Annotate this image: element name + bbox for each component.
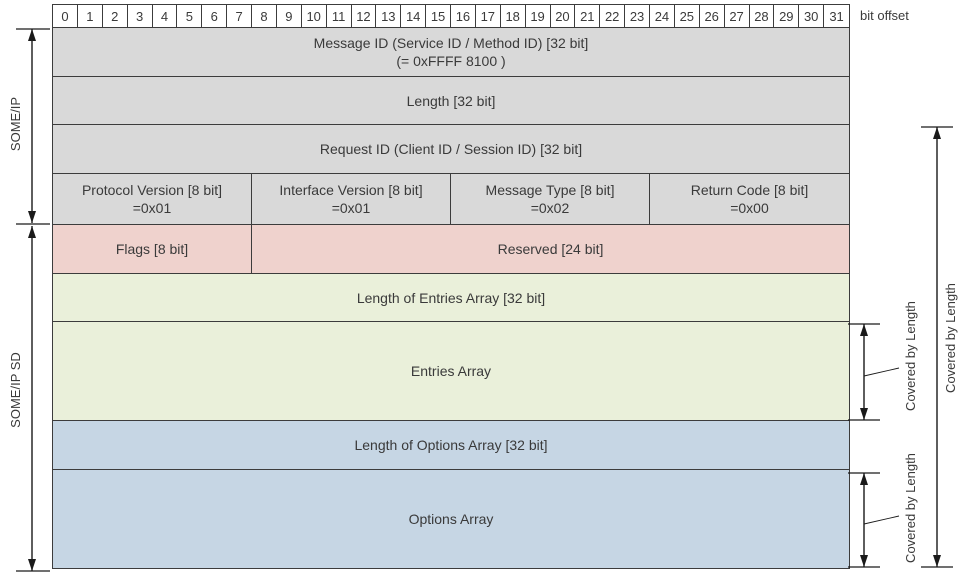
field-row-length: Length [32 bit] — [53, 77, 849, 125]
field-message-type: Message Type [8 bit] =0x02 — [451, 174, 650, 224]
bit-offset-cell: 19 — [526, 5, 551, 27]
bit-offset-cell: 16 — [451, 5, 476, 27]
field-row-length-entries: Length of Entries Array [32 bit] — [53, 274, 849, 322]
bit-offset-cell: 14 — [401, 5, 427, 27]
covered-by-length-options-label: Covered by Length — [903, 453, 918, 563]
field-length: Length [32 bit] — [53, 77, 849, 124]
bit-offset-cell: 15 — [426, 5, 451, 27]
bit-offset-cell: 26 — [700, 5, 725, 27]
field-flags: Flags [8 bit] — [53, 225, 252, 273]
bit-offset-cell: 7 — [227, 5, 252, 27]
bit-offset-cell: 30 — [799, 5, 825, 27]
field-label: =0x01 — [132, 200, 172, 216]
covered-by-length-outer-label: Covered by Length — [943, 283, 958, 393]
bit-offset-cell: 24 — [650, 5, 675, 27]
field-length-options-array: Length of Options Array [32 bit] — [53, 421, 849, 469]
bit-offset-cell: 11 — [327, 5, 352, 27]
leader-line — [863, 515, 900, 525]
bit-offset-cell: 3 — [128, 5, 153, 27]
bit-offset-cell: 10 — [302, 5, 327, 27]
field-label: Length of Options Array [32 bit] — [354, 437, 548, 453]
bit-offset-cell: 6 — [202, 5, 228, 27]
bit-offset-cell: 5 — [177, 5, 203, 27]
bit-offset-cell: 22 — [600, 5, 626, 27]
field-label: Reserved [24 bit] — [497, 241, 604, 257]
bit-offset-cell: 20 — [551, 5, 576, 27]
field-row-entries-array: Entries Array — [53, 322, 849, 421]
covered-by-length-entries-label: Covered by Length — [903, 301, 918, 411]
bit-offset-cell: 13 — [376, 5, 402, 27]
bit-offset-cell: 17 — [476, 5, 501, 27]
field-entries-array: Entries Array — [53, 322, 849, 420]
field-label: Length [32 bit] — [406, 92, 496, 109]
bit-offset-cell: 12 — [352, 5, 377, 27]
bit-offset-cell: 0 — [53, 5, 78, 27]
bit-offset-cell: 9 — [277, 5, 302, 27]
field-label: =0x02 — [530, 200, 570, 216]
field-label: Flags [8 bit] — [115, 241, 189, 257]
leader-line — [863, 367, 900, 377]
field-rows: Message ID (Service ID / Method ID) [32 … — [52, 28, 850, 569]
field-label: =0x01 — [331, 200, 371, 216]
bit-offset-cell: 25 — [675, 5, 700, 27]
bit-offset-cell: 1 — [78, 5, 103, 27]
field-request-id: Request ID (Client ID / Session ID) [32 … — [53, 125, 849, 173]
field-row-request-id: Request ID (Client ID / Session ID) [32 … — [53, 125, 849, 174]
bit-offset-cell: 29 — [774, 5, 800, 27]
bit-offset-cell: 23 — [625, 5, 650, 27]
bit-offset-cell: 2 — [103, 5, 128, 27]
field-options-array: Options Array — [53, 470, 849, 568]
bit-offset-cell: 21 — [575, 5, 601, 27]
field-label: Message Type [8 bit] — [485, 182, 615, 198]
field-protocol-version: Protocol Version [8 bit] =0x01 — [53, 174, 252, 224]
field-label: Request ID (Client ID / Session ID) [32 … — [319, 141, 583, 157]
field-label: Protocol Version [8 bit] — [81, 182, 223, 198]
bit-offset-cell: 31 — [829, 8, 844, 24]
covered-by-length-options-arrow — [848, 472, 900, 568]
covered-by-length-entries-arrow — [848, 323, 900, 421]
bit-offset-cell: 18 — [501, 5, 526, 27]
field-label: Options Array — [408, 511, 494, 527]
field-return-code: Return Code [8 bit] =0x00 — [650, 174, 849, 224]
someip-sd-span-label: SOME/IP SD — [8, 352, 23, 428]
field-reserved: Reserved [24 bit] — [252, 225, 849, 273]
field-message-id: Message ID (Service ID / Method ID) [32 … — [53, 28, 849, 76]
field-label: =0x00 — [730, 200, 769, 216]
field-row-message-id: Message ID (Service ID / Method ID) [32 … — [53, 28, 849, 77]
field-label: (= 0xFFFF 8100 ) — [396, 53, 506, 69]
field-label: Length of Entries Array [32 bit] — [356, 289, 546, 306]
someip-span-label: SOME/IP — [8, 96, 23, 152]
field-row-options-array: Options Array — [53, 470, 849, 568]
bit-offset-cell: 4 — [153, 5, 178, 27]
field-row-length-options: Length of Options Array [32 bit] — [53, 421, 849, 470]
field-row-flags-reserved: Flags [8 bit] Reserved [24 bit] — [53, 225, 849, 274]
bit-offset-cell: 8 — [252, 5, 277, 27]
field-label: Entries Array — [410, 363, 492, 379]
field-label: Return Code [8 bit] — [690, 182, 809, 198]
field-length-entries-array: Length of Entries Array [32 bit] — [53, 274, 849, 321]
field-label: Interface Version [8 bit] — [279, 182, 423, 198]
bit-offset-cell: 27 — [725, 5, 750, 27]
bit-offset-cell: 28 — [750, 5, 775, 27]
field-interface-version: Interface Version [8 bit] =0x01 — [252, 174, 451, 224]
field-label: Message ID (Service ID / Method ID) [32 … — [313, 35, 589, 51]
bit-offset-label: bit offset — [860, 8, 909, 23]
